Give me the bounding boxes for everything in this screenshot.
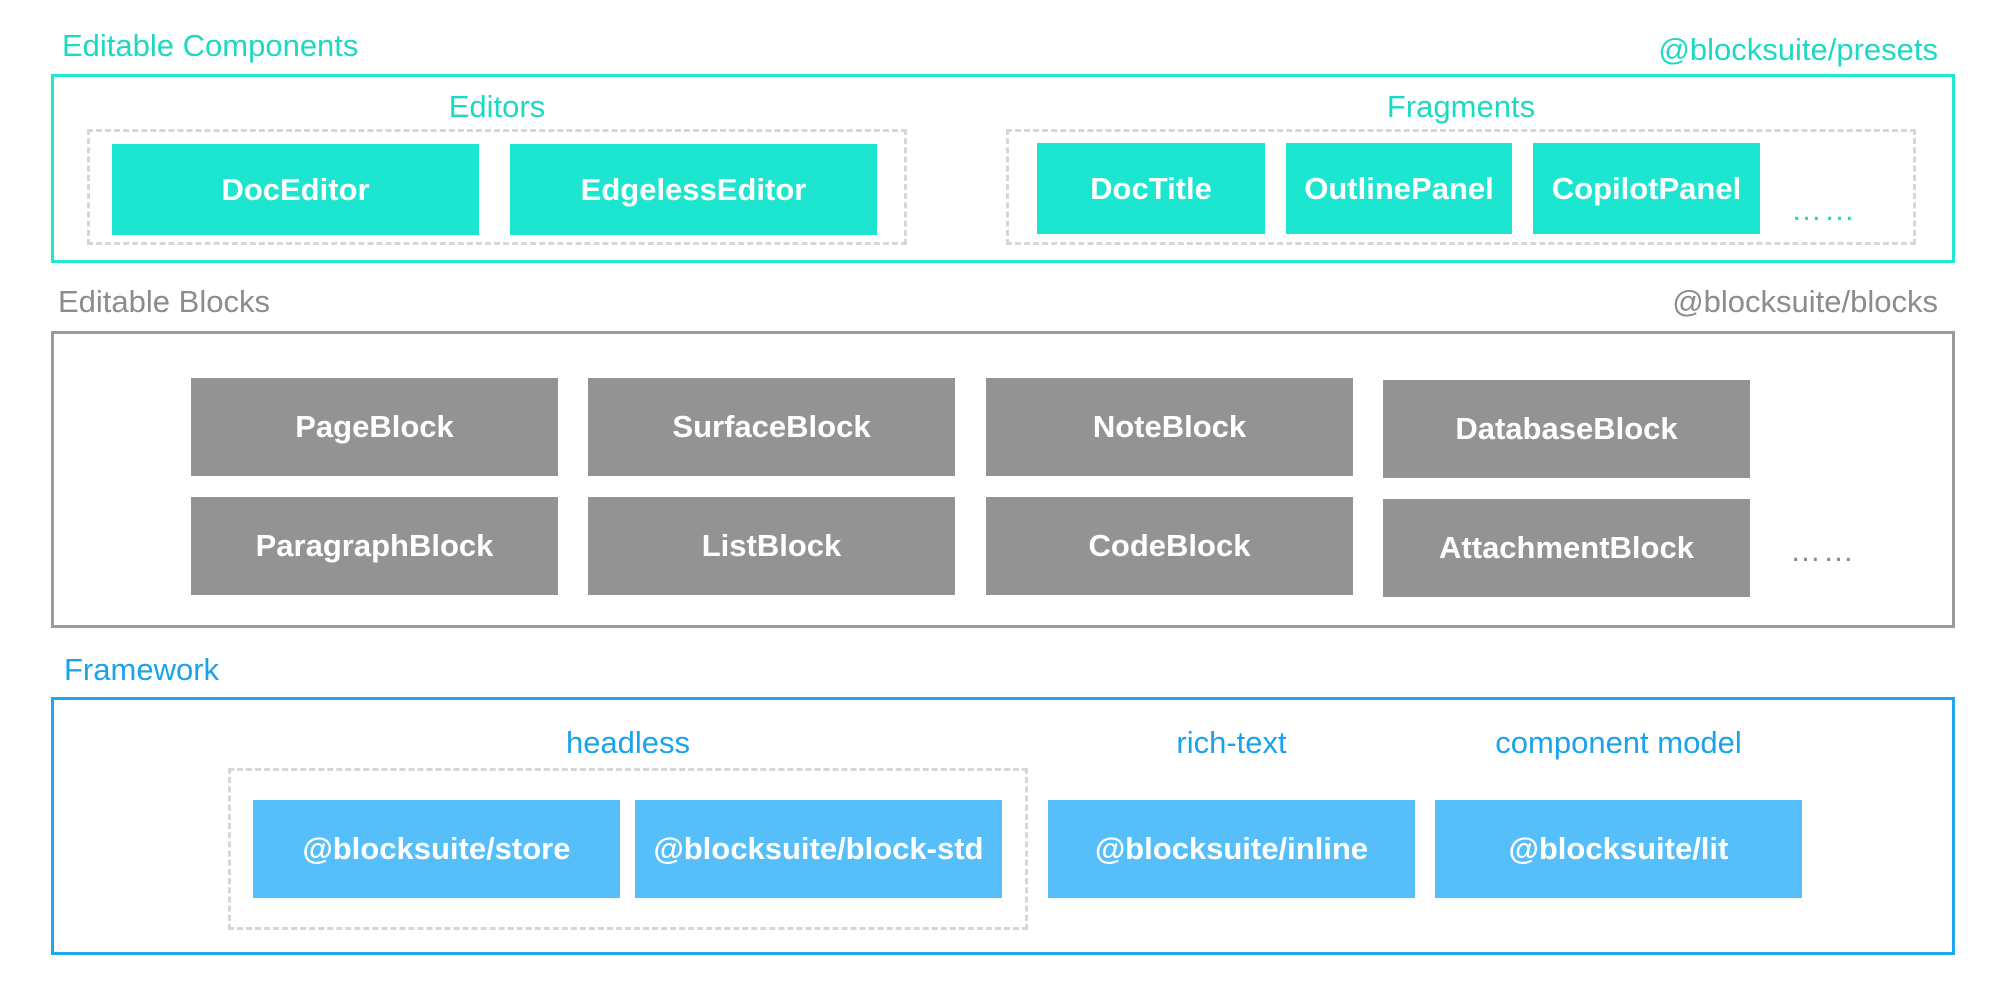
page-block-box: PageBlock bbox=[191, 378, 558, 476]
paragraph-block-box: ParagraphBlock bbox=[191, 497, 558, 595]
components-package-label: @blocksuite/presets bbox=[1658, 32, 1938, 67]
edgeless-editor-box: EdgelessEditor bbox=[510, 144, 877, 235]
blocks-more-ellipsis: …… bbox=[1790, 533, 1856, 568]
blocks-section-title: Editable Blocks bbox=[58, 284, 270, 319]
blocks-frame bbox=[51, 331, 1955, 628]
lit-package-box: @blocksuite/lit bbox=[1435, 800, 1802, 898]
code-block-box: CodeBlock bbox=[986, 497, 1353, 595]
fragments-more-ellipsis: …… bbox=[1791, 192, 1857, 227]
editors-group-label: Editors bbox=[448, 89, 546, 124]
framework-frame bbox=[51, 697, 1955, 955]
surface-block-box: SurfaceBlock bbox=[588, 378, 955, 476]
database-block-box: DatabaseBlock bbox=[1383, 380, 1750, 478]
doc-editor-box: DocEditor bbox=[112, 144, 479, 235]
fragments-group bbox=[1006, 129, 1916, 245]
note-block-box: NoteBlock bbox=[986, 378, 1353, 476]
store-package-box: @blocksuite/store bbox=[253, 800, 620, 898]
headless-group-label: headless bbox=[565, 725, 691, 760]
fragments-group-label: Fragments bbox=[1386, 89, 1536, 124]
outline-panel-box: OutlinePanel bbox=[1286, 143, 1512, 234]
block-std-package-box: @blocksuite/block-std bbox=[635, 800, 1002, 898]
list-block-box: ListBlock bbox=[588, 497, 955, 595]
components-section-title: Editable Components bbox=[62, 28, 359, 63]
inline-package-box: @blocksuite/inline bbox=[1048, 800, 1415, 898]
component-model-label: component model bbox=[1495, 725, 1742, 760]
rich-text-label: rich-text bbox=[1176, 725, 1287, 760]
copilot-panel-box: CopilotPanel bbox=[1533, 143, 1760, 234]
blocks-package-label: @blocksuite/blocks bbox=[1672, 284, 1938, 319]
editors-group bbox=[87, 129, 907, 245]
framework-section-title: Framework bbox=[64, 652, 220, 687]
doc-title-box: DocTitle bbox=[1037, 143, 1265, 234]
headless-group bbox=[228, 768, 1028, 930]
attachment-block-box: AttachmentBlock bbox=[1383, 499, 1750, 597]
components-frame bbox=[51, 74, 1955, 263]
